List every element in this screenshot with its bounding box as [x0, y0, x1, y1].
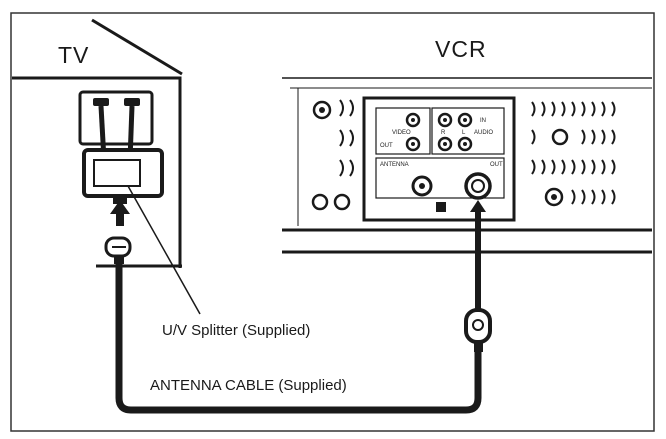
- panel-label-out: OUT: [380, 143, 393, 149]
- panel-label-video: VIDEO: [392, 130, 411, 136]
- diagram-border: [10, 12, 655, 432]
- vcr-rf-out-jack: [464, 172, 492, 200]
- vcr-vent-right: [531, 101, 616, 205]
- vcr-label: VCR: [435, 36, 487, 62]
- panel-label-rf-out: OUT: [490, 162, 503, 168]
- splitter-label: U/V Splitter (Supplied): [162, 322, 311, 339]
- vcr-screw-right: [544, 128, 569, 207]
- uv-splitter: [82, 148, 164, 204]
- panel-label-antenna: ANTENNA: [380, 162, 409, 168]
- panel-label-r: R: [441, 130, 446, 136]
- arrow-up-icon-vcr: [470, 200, 486, 310]
- splitter-leader-line: [127, 185, 201, 315]
- vcr-chassis: [282, 77, 652, 254]
- arrow-up-icon: [110, 200, 130, 226]
- antenna-cable: [115, 264, 482, 414]
- tv-cable-plug: [104, 236, 132, 264]
- panel-label-in: IN: [480, 118, 486, 124]
- tv-cabinet: [12, 18, 183, 268]
- vcr-jack-panel: [362, 96, 516, 222]
- vcr-antenna-in-jack: [411, 175, 433, 197]
- vcr-av-jack-centers: [411, 118, 467, 146]
- antenna-cable-label: ANTENNA CABLE (Supplied): [150, 377, 347, 394]
- panel-label-l: L: [462, 130, 466, 136]
- vcr-vent-left: [339, 99, 354, 177]
- vcr-cable-plug: [464, 308, 492, 352]
- tv-label: TV: [58, 42, 90, 68]
- vcr-screw-bottom-left: [311, 193, 351, 211]
- vcr-screw-top-left: [312, 100, 332, 120]
- panel-label-audio: AUDIO: [474, 130, 493, 136]
- vcr-channel-switch: [436, 202, 446, 212]
